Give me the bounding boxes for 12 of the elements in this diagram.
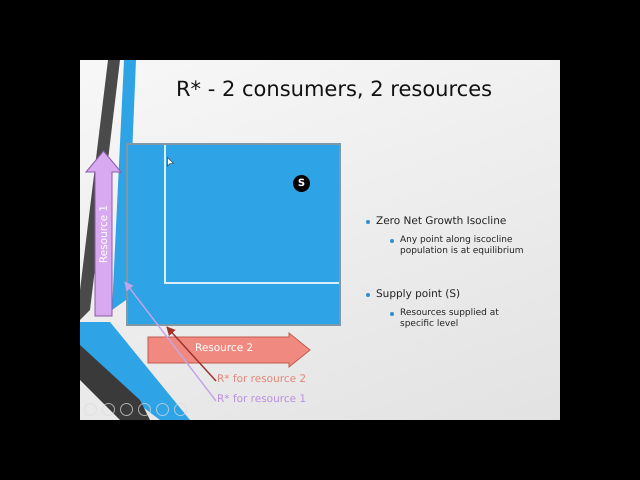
bullet-text: Any point along iscocline population is at equilibrium (400, 235, 525, 258)
leader-line (166, 326, 217, 382)
bullet-text: Supply point (S) (376, 288, 462, 302)
callout-label: R* for resource 1 (217, 393, 306, 409)
bullet-text: Resources supplied at specific level (400, 308, 500, 330)
axis-label: Resource 2 (195, 342, 254, 354)
supply-point-marker: S (293, 175, 310, 192)
axis-label: Resource 1 (98, 204, 110, 263)
bullet-text: Zero Net Growth Isocline (376, 215, 508, 228)
slide-title: R* - 2 consumers, 2 resources (174, 76, 494, 102)
leader-line (124, 281, 217, 402)
callout-label: R* for resource 2 (217, 373, 306, 389)
